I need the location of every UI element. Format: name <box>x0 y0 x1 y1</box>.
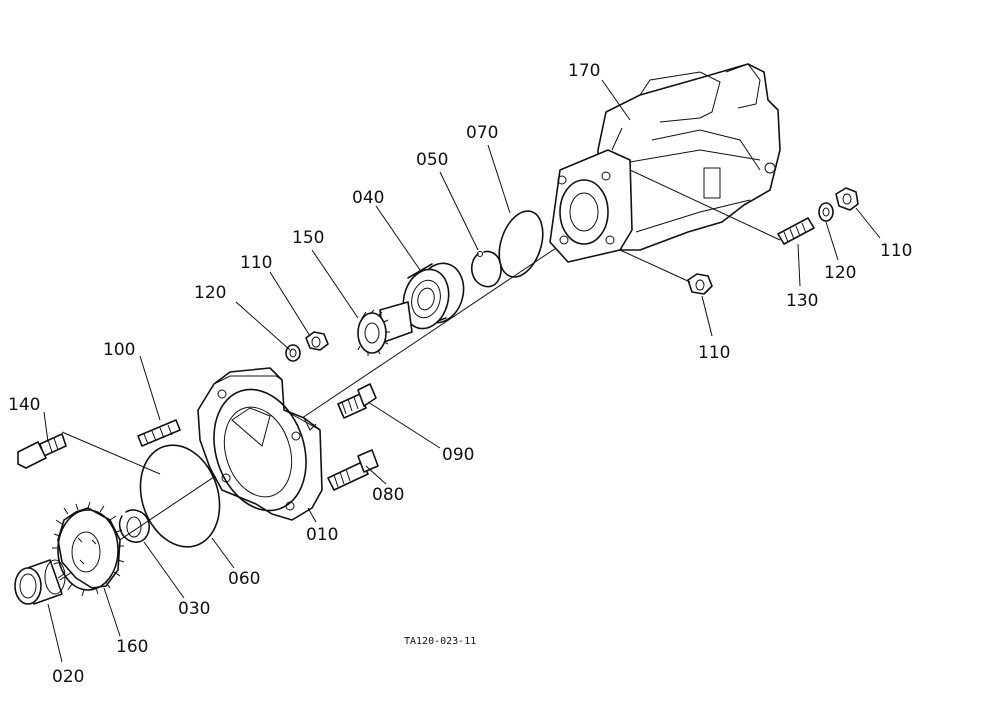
leader-150 <box>311 249 359 319</box>
label-020: 020 <box>52 667 84 687</box>
circlip-050 <box>471 250 502 288</box>
drawing-code: TA120-023-11 <box>404 636 476 647</box>
leader-070 <box>487 144 511 214</box>
leader-020 <box>47 603 63 663</box>
label-080: 080 <box>372 485 404 505</box>
stud-130 <box>777 217 815 245</box>
nut-110-lower-right <box>687 273 713 295</box>
washer-120-upper <box>285 344 301 362</box>
gear-160 <box>52 501 125 597</box>
leader-060 <box>211 537 235 569</box>
leader-040 <box>375 205 421 271</box>
leader-080 <box>365 465 387 485</box>
label-110-lower: 110 <box>698 343 730 363</box>
leader-120-right <box>825 221 839 261</box>
leader-100 <box>139 355 161 421</box>
label-070: 070 <box>466 123 498 143</box>
leader-010 <box>307 507 317 523</box>
label-170: 170 <box>568 61 600 81</box>
leader-170 <box>601 79 631 121</box>
label-120-upper: 120 <box>194 283 226 303</box>
gear-housing-010 <box>197 367 323 521</box>
leader-110-upper <box>269 271 311 337</box>
label-130: 130 <box>786 291 818 311</box>
leader-130 <box>797 243 801 287</box>
label-160: 160 <box>116 637 148 657</box>
o-ring-060 <box>139 444 221 548</box>
leader-130-axis <box>629 169 781 241</box>
leader-120-upper <box>235 301 291 351</box>
leader-050 <box>439 171 479 251</box>
label-030: 030 <box>178 599 210 619</box>
label-110-upper: 110 <box>240 253 272 273</box>
leader-110-right <box>855 207 881 239</box>
label-100: 100 <box>103 340 135 360</box>
washer-120-right <box>818 202 834 222</box>
label-110-right: 110 <box>880 241 912 261</box>
hydraulic-pump-170 <box>549 63 781 263</box>
snap-ring-030 <box>118 509 150 543</box>
label-050: 050 <box>416 150 448 170</box>
leader-090 <box>367 401 441 449</box>
leader-110-lower-axis <box>619 249 691 283</box>
label-150: 150 <box>292 228 324 248</box>
leader-160 <box>103 587 121 637</box>
label-090: 090 <box>442 445 474 465</box>
label-040: 040 <box>352 188 384 208</box>
leader-110-lower <box>701 295 713 337</box>
bolt-080 <box>327 449 379 491</box>
label-120-right: 120 <box>824 263 856 283</box>
assembly-axis <box>59 231 581 581</box>
bushing-020 <box>14 559 66 605</box>
leader-140 <box>43 411 49 443</box>
nut-110-right <box>835 187 859 211</box>
drive-gear-150 <box>357 301 413 356</box>
o-ring-070 <box>498 210 544 278</box>
stud-100 <box>137 419 181 447</box>
bolt-140 <box>17 433 67 469</box>
leader-030 <box>143 541 185 599</box>
nut-110-upper <box>305 331 329 351</box>
leader-140-axis <box>61 431 161 475</box>
label-060: 060 <box>228 569 260 589</box>
label-010: 010 <box>306 525 338 545</box>
bolt-090 <box>337 383 377 419</box>
label-140: 140 <box>8 395 40 415</box>
bearing-040 <box>402 262 465 330</box>
